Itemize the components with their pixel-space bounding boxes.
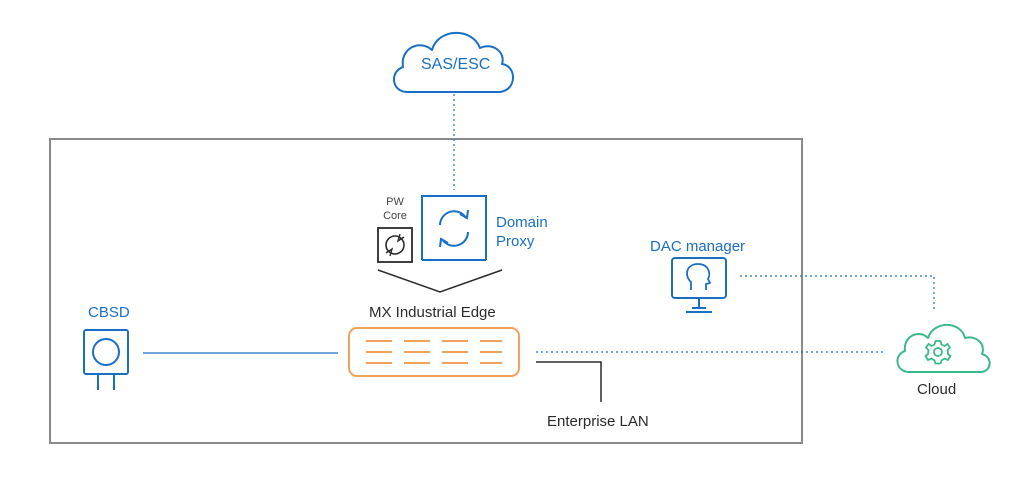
- enterprise-lan-label: Enterprise LAN: [547, 413, 649, 430]
- dac-manager-label: DAC manager: [650, 238, 746, 255]
- site-boundary: [49, 138, 803, 444]
- domain-proxy-label-line2: Proxy: [496, 233, 535, 250]
- cloud-gear-icon: [896, 323, 991, 373]
- pw-core-icon: [377, 227, 413, 263]
- dac-manager-monitor-icon: [671, 257, 727, 313]
- pw-core-label: PW Core: [378, 195, 412, 223]
- sas-esc-label: SAS/ESC: [421, 56, 491, 73]
- dac-cloud-link: [740, 275, 935, 312]
- domain-proxy-label: Domain Proxy: [496, 213, 548, 251]
- enterprise-lan-link: [536, 361, 602, 402]
- domain-proxy-icon: [421, 195, 487, 261]
- sas-esc-cloud-icon: [393, 31, 514, 93]
- merge-chevron: [377, 269, 503, 293]
- mx-industrial-edge-label: MX Industrial Edge: [369, 304, 496, 321]
- pw-core-label-line1: PW: [386, 196, 404, 208]
- cbsd-label: CBSD: [88, 304, 130, 321]
- cloud-label: Cloud: [917, 381, 957, 398]
- domain-proxy-label-line1: Domain: [496, 214, 548, 231]
- pw-core-label-line2: Core: [383, 210, 407, 222]
- mx-industrial-edge-icon: [348, 327, 520, 377]
- cbsd-radio-icon: [83, 329, 129, 390]
